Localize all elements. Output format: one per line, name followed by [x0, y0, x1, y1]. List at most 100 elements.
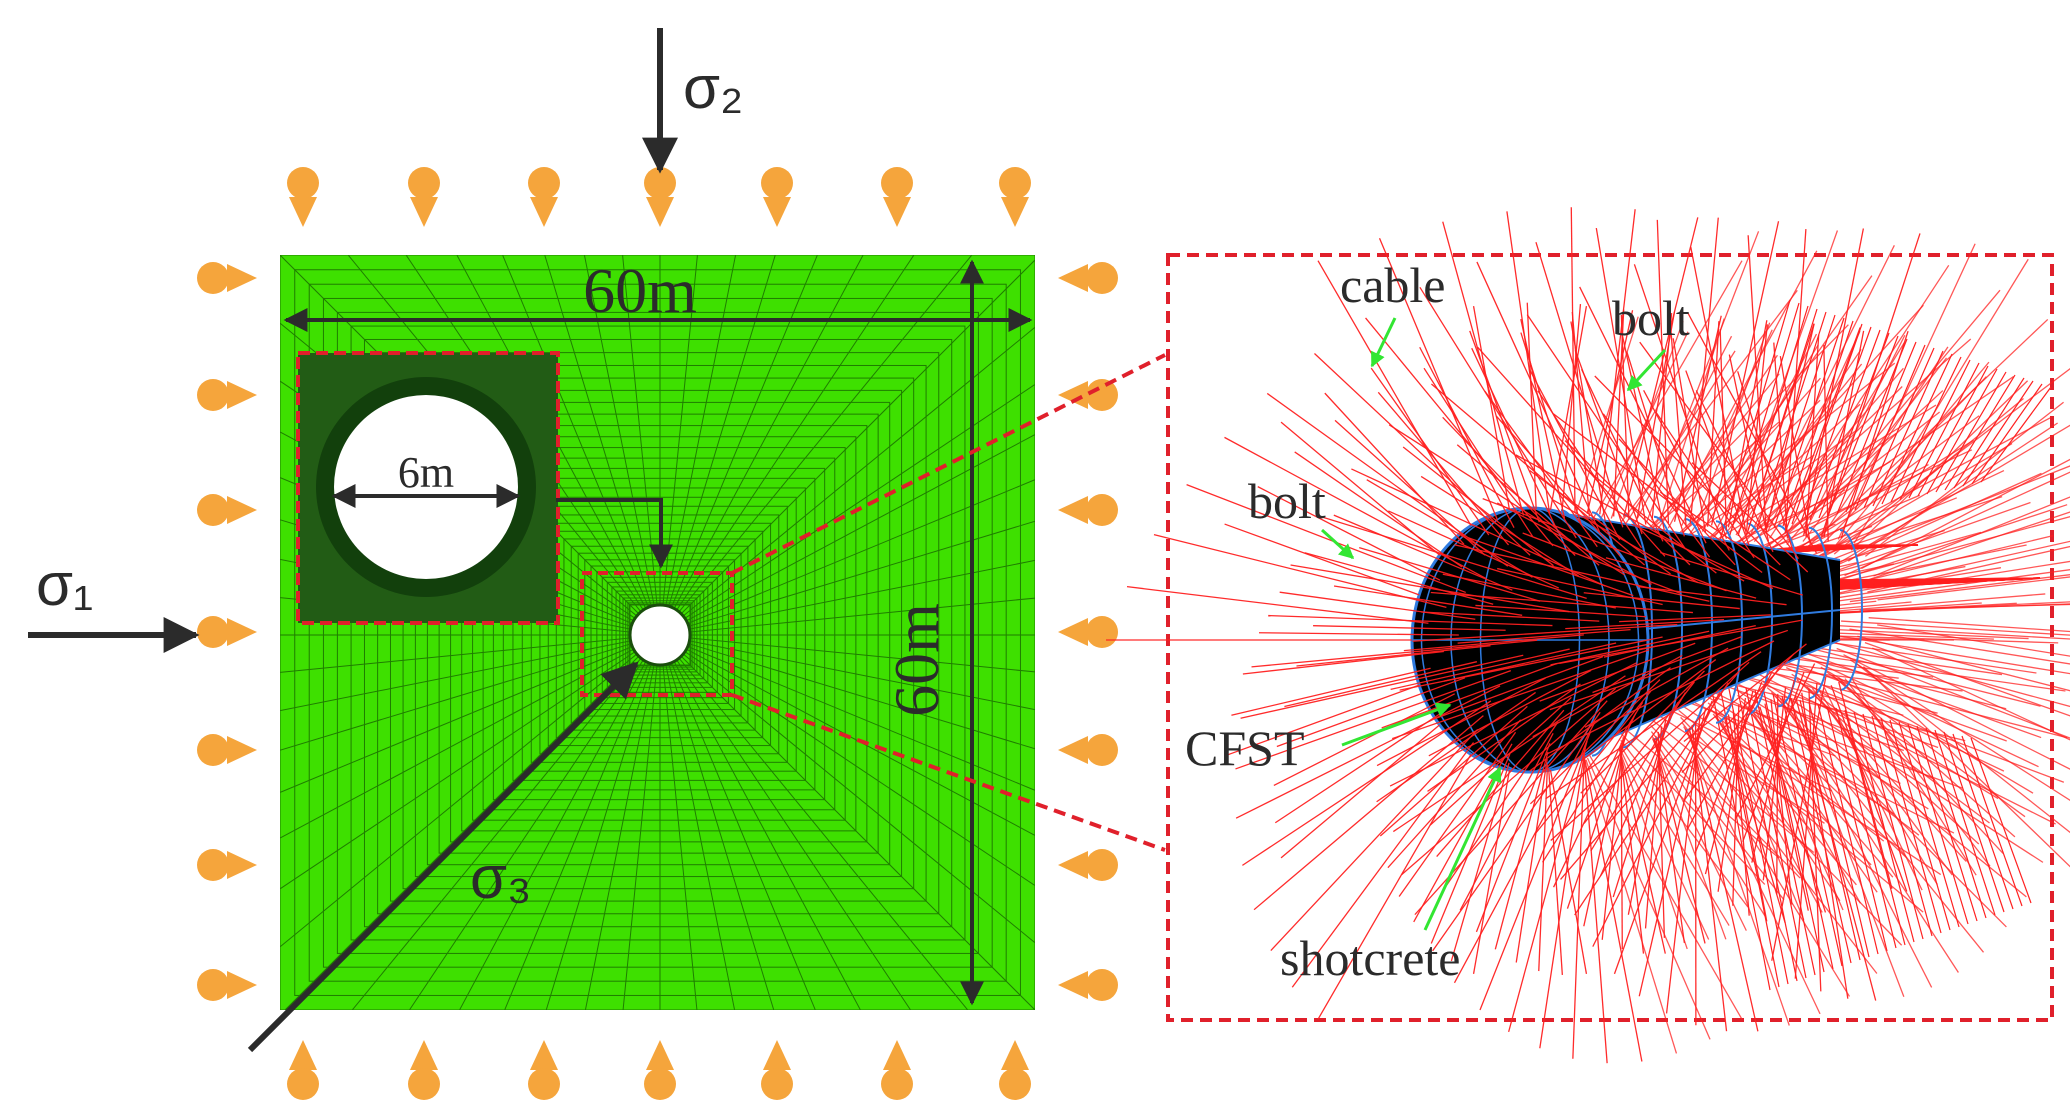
cable-line: [1934, 729, 1996, 916]
support-triangle: [1058, 381, 1088, 409]
bolt-line: [1442, 573, 1616, 609]
cable-line: [1745, 687, 1807, 979]
mesh-ring: [426, 401, 891, 866]
bolt-line: [1681, 653, 1795, 774]
support-roller: [197, 379, 229, 411]
bolt-line: [1837, 243, 1976, 540]
cable-line: [1728, 302, 1800, 539]
bolt-line: [1849, 659, 2070, 802]
bolt-line: [1430, 753, 1511, 944]
right-roller-support: [1058, 734, 1118, 766]
bolt-line: [1390, 648, 1570, 691]
bolt-line: [1808, 688, 1822, 992]
bolt-line: [1224, 436, 1487, 580]
bolt-line: [1296, 645, 1491, 667]
support-triangle: [646, 197, 674, 227]
bolt-line: [1794, 683, 1818, 979]
bolt-line: [1324, 392, 1465, 545]
bolt-line: [1251, 639, 1538, 668]
bolt-line: [1740, 700, 1908, 859]
mesh-radial: [684, 383, 1035, 619]
mesh-radial: [622, 255, 658, 606]
cable-line: [1826, 705, 1888, 952]
top-roller-support: [644, 167, 676, 227]
bolt-line: [1532, 654, 1683, 738]
bolt-line: [1495, 415, 1621, 557]
support-roller: [999, 1068, 1031, 1100]
bolt-line: [1859, 603, 2070, 611]
bolt-line: [1153, 533, 1447, 608]
bolt-line: [1235, 669, 1512, 770]
stress-sigma-1: σ₁: [28, 551, 200, 653]
mesh-radial: [502, 255, 649, 608]
cable-line: [1772, 693, 1834, 970]
left-roller-support: [197, 494, 257, 526]
right-roller-support: [1058, 849, 1118, 881]
bolt-line: [1549, 629, 1789, 711]
bolt-line: [1683, 643, 1807, 742]
support-triangle: [227, 381, 257, 409]
bolt-line: [1583, 757, 1608, 1064]
bolt-line: [1656, 412, 1755, 559]
bottom-roller-support: [644, 1040, 676, 1100]
support-roller: [1086, 849, 1118, 881]
bolt-line: [1469, 330, 1540, 523]
support-triangle: [1058, 736, 1088, 764]
mesh-radial: [280, 637, 631, 673]
bottom-roller-support: [528, 1040, 560, 1100]
liner-ring: [1715, 520, 1743, 724]
right-roller-support: [1058, 379, 1118, 411]
tunnel-diameter-label: 6m: [398, 448, 454, 497]
bolt-line: [1377, 391, 1510, 546]
support-roller: [881, 1068, 913, 1100]
bolt-line: [1454, 544, 1710, 602]
top-roller-support: [528, 167, 560, 227]
bolt-line: [1378, 237, 1498, 520]
bolt-line: [1592, 691, 1721, 947]
bolt-line: [1873, 496, 2070, 577]
bolt-line: [1652, 739, 1727, 940]
bolt-line: [1644, 726, 1663, 929]
support-roller: [644, 1068, 676, 1100]
support-triangle: [530, 197, 558, 227]
cable-line: [1953, 377, 2025, 489]
bolt-line: [1392, 675, 1626, 833]
cable-line: [1970, 737, 2032, 904]
bolt-line: [1857, 635, 2070, 692]
cable-line: [1781, 695, 1843, 967]
cable-pointer: [1370, 317, 1397, 368]
mesh-ring: [482, 457, 836, 811]
tunnel-opening: [628, 603, 692, 667]
bolt-line: [1656, 219, 1670, 524]
sigma-2-label: σ₂: [683, 54, 743, 121]
bolt-line: [1482, 498, 1727, 592]
support-roller: [287, 167, 319, 199]
cable-line: [1845, 341, 1917, 513]
support-roller: [408, 167, 440, 199]
bolt-line: [1584, 647, 1729, 728]
bolt-line: [1823, 344, 1829, 542]
bolt-line: [1317, 260, 1472, 527]
bolt-line: [1613, 700, 1713, 975]
bolt-line: [1877, 576, 2070, 601]
bolt-top-pointer: [1626, 348, 1667, 392]
support-roller: [1086, 494, 1118, 526]
bolt-line: [1838, 681, 1893, 890]
bolt-line: [1412, 623, 1678, 642]
inset-pointer-arrow: [556, 498, 673, 569]
support-roller: [1086, 262, 1118, 294]
mesh-radial: [678, 657, 969, 1010]
bolt-line: [1856, 663, 2070, 834]
support-triangle: [227, 971, 257, 999]
mesh-radial: [545, 663, 652, 1010]
bolt-line: [1574, 682, 1729, 916]
bolt-line: [1877, 624, 2070, 657]
bolt-line: [1805, 334, 1820, 538]
support-triangle: [763, 197, 791, 227]
bolt-line: [1665, 715, 1701, 1014]
mesh-radial: [687, 479, 1035, 624]
bolt-line: [1773, 342, 1789, 539]
support-roller: [1086, 616, 1118, 648]
bolt-line: [1419, 346, 1515, 528]
bolt-line: [1861, 458, 2070, 570]
